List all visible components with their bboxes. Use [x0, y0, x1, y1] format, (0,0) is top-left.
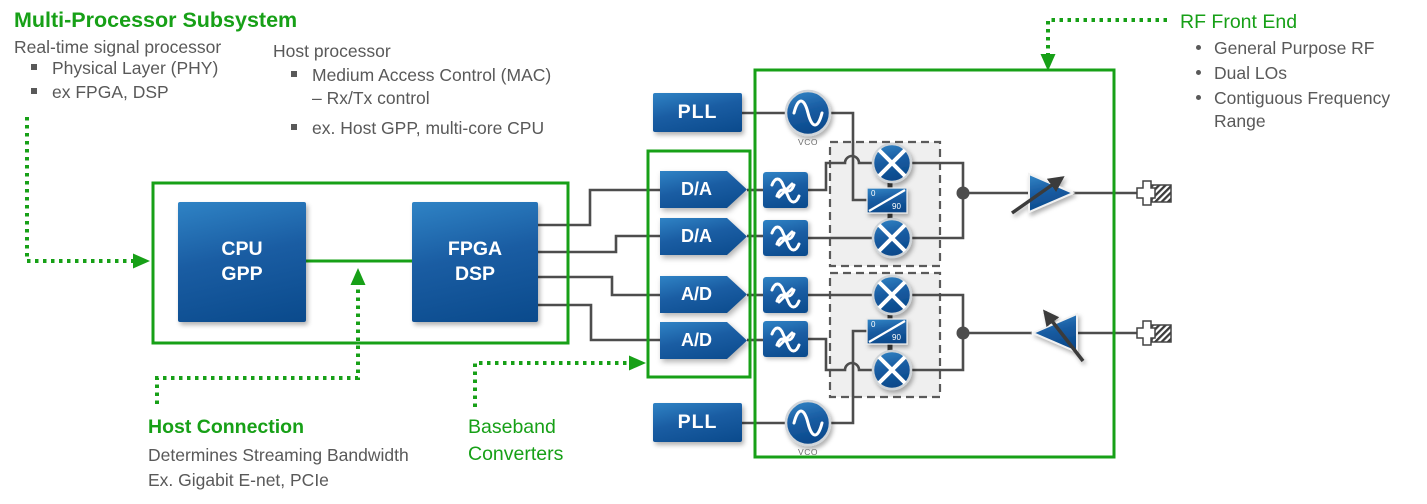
host-bullet-2: ex. Host GPP, multi-core CPU: [312, 118, 545, 138]
bullet-square-icon: [291, 124, 297, 130]
arrow-to-host-connection: [155, 284, 360, 404]
tx-mixer-i-icon: [871, 142, 913, 184]
bullet-dot-icon: [1196, 95, 1201, 100]
host-bullet-1-sub: – Rx/Tx control: [312, 88, 430, 108]
tx-filter-i-block: [763, 172, 808, 208]
realtime-bullet-1: Physical Layer (PHY): [52, 58, 219, 78]
mixer-icons: [871, 142, 913, 391]
realtime-heading: Real-time signal processor: [14, 37, 222, 57]
tx-phase-splitter: [866, 187, 908, 214]
rx-phase-90-label: 90: [892, 333, 901, 342]
bullet-square-icon: [31, 88, 37, 94]
tx-phase-0-label: 0: [871, 189, 876, 198]
vco-top-label: VCO: [798, 137, 818, 147]
rx-mixer-i-icon: [871, 274, 913, 316]
vco-top-icon: [784, 89, 832, 137]
callout-arrows: [25, 18, 1167, 407]
rx-amplifier-icon: [1030, 309, 1085, 363]
signal-wires: [538, 111, 1140, 425]
tx-phase-90-label: 90: [892, 202, 901, 211]
dac2-label: D/A: [681, 226, 712, 246]
adc2-block: A/D: [660, 322, 747, 359]
pll-top-block: PLL: [653, 93, 742, 132]
rf-bullet-1: General Purpose RF: [1214, 38, 1375, 58]
host-connection-line-2: Ex. Gigabit E-net, PCIe: [148, 470, 329, 490]
baseband-converters-title: Baseband Converters: [468, 416, 564, 465]
bullet-square-icon: [31, 64, 37, 70]
tx-filter-q-block: [763, 220, 808, 256]
rx-mixer-q-icon: [871, 349, 913, 391]
adc1-label: A/D: [681, 284, 712, 304]
tx-amplifier-icon: [1010, 172, 1076, 215]
rf-front-end-title: RF Front End: [1180, 11, 1298, 33]
bullet-square-icon: [291, 71, 297, 77]
rx-filter-q-block: [763, 321, 808, 357]
host-heading: Host processor: [273, 41, 391, 61]
host-connection-line-1: Determines Streaming Bandwidth: [148, 445, 409, 465]
adc2-label: A/D: [681, 330, 712, 350]
rf-front-end-box: [753, 68, 1116, 459]
tx-junction-dot: [956, 186, 970, 200]
dac1-label: D/A: [681, 179, 712, 199]
pll-bottom-block: PLL: [653, 403, 742, 442]
bullet-dot-icon: [1196, 45, 1201, 50]
rx-filter-i-block: [763, 277, 808, 313]
fpga-dsp-block: FPGA DSP: [412, 202, 538, 322]
rx-junction-dot: [956, 326, 970, 340]
filter-icon: [770, 326, 801, 353]
host-connection-title: Host Connection: [148, 416, 304, 438]
multiprocessor-subsystem-box: [151, 181, 570, 345]
tx-mixer-q-icon: [871, 217, 913, 259]
arrow-to-baseband: [473, 361, 629, 407]
group-outlines: [151, 68, 1116, 459]
baseband-converters-box: [646, 149, 752, 379]
rx-phase-0-label: 0: [871, 320, 876, 329]
cpu-gpp-block: CPU GPP: [178, 202, 306, 322]
realtime-bullet-2: ex FPGA, DSP: [52, 82, 169, 102]
tx-antenna-connector-icon: [1136, 180, 1172, 206]
filter-icon: [770, 225, 801, 252]
filter-icon: [770, 282, 801, 309]
bullet-dot-icon: [1196, 70, 1201, 75]
rx-phase-splitter: [866, 318, 908, 345]
rx-antenna-connector-icon: [1136, 320, 1172, 346]
adc1-block: A/D: [660, 276, 747, 313]
rf-bullet-2: Dual LOs: [1214, 63, 1287, 83]
arrow-to-subsystem: [25, 117, 133, 263]
multiprocessor-title: Multi-Processor Subsystem: [14, 8, 298, 32]
dac1-block: D/A: [660, 171, 747, 208]
dac2-block: D/A: [660, 218, 747, 255]
filter-icon: [770, 177, 801, 204]
vco-bottom-icon: [784, 399, 832, 447]
rf-bullet-3: Contiguous Frequency Range: [1214, 88, 1391, 131]
callout-arrowheads: [133, 54, 1056, 371]
host-bullet-1: Medium Access Control (MAC): [312, 65, 552, 85]
vco-bottom-label: VCO: [798, 447, 818, 457]
arrow-to-rf: [1046, 18, 1167, 54]
